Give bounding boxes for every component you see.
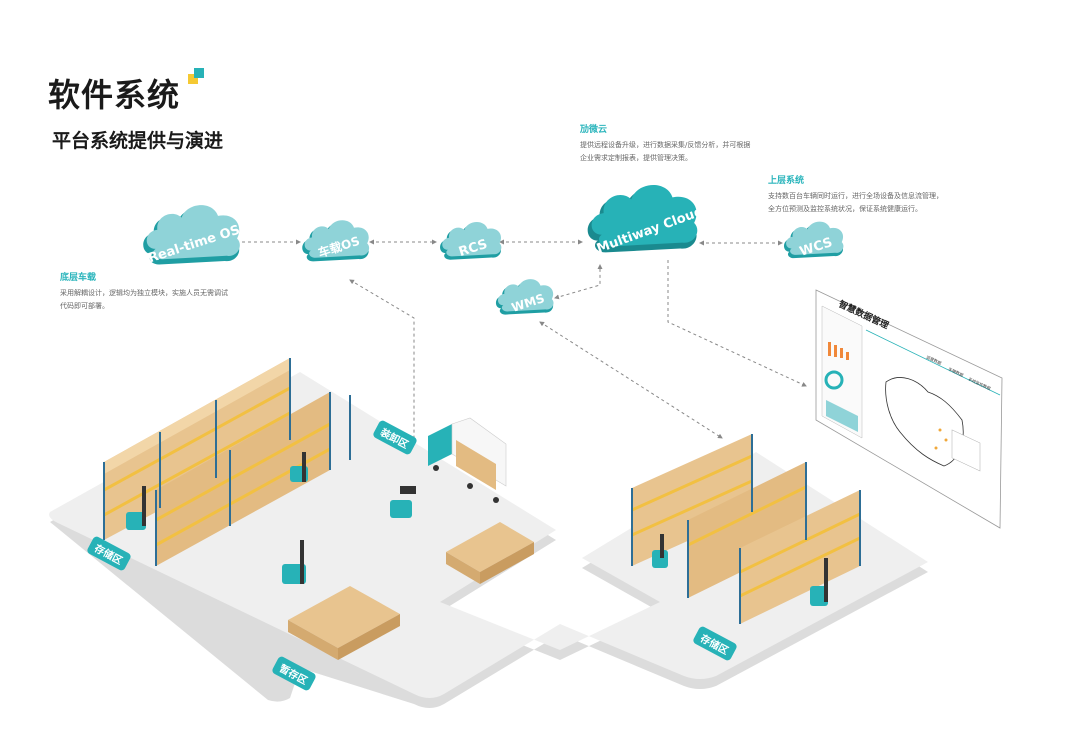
- lower-vehicle-line: 代码即可部署。: [60, 302, 109, 310]
- link-wms-cloud: [554, 264, 603, 300]
- cloud-wms[interactable]: WMS: [495, 279, 554, 315]
- upper-system-heading: 上层系统: [768, 176, 805, 186]
- cloud-multiway-cloud[interactable]: Multiway Cloud: [587, 185, 706, 257]
- logo-mark-icon: [188, 68, 208, 86]
- cloud-description-line: 企业需求定制报表，提供管理决策。: [580, 154, 692, 162]
- cloud-description-line: 提供远程设备升级，进行数据采集/反馈分析，并可根据: [580, 141, 751, 149]
- lower-vehicle-description: 底层车载 采用解耦设计，逻辑均为独立模块，实施人员无需调试 代码即可部署。: [60, 270, 280, 313]
- truck: [428, 417, 507, 503]
- forklift: [652, 534, 668, 568]
- link-cloud-dashboard: [667, 260, 807, 387]
- upper-system-description: 上层系统 支持数百台车辆同时运行，进行全场设备及信息流管理， 全方位预测及监控系…: [768, 173, 988, 216]
- forklift: [810, 558, 828, 606]
- page-subtitle: 平台系统提供与演进: [52, 130, 224, 152]
- cloud-rcs[interactable]: RCS: [440, 222, 502, 260]
- forklift: [290, 452, 308, 482]
- page-title: 软件系统: [48, 76, 181, 114]
- link-vehicleos-loading: [349, 279, 417, 451]
- logo-square-yellow: [188, 74, 198, 84]
- upper-system-line: 支持数百台车辆同时运行，进行全场设备及信息流管理，: [768, 192, 943, 200]
- forklift: [126, 486, 146, 530]
- forklift: [282, 540, 306, 584]
- link-wms-warehouse: [539, 321, 723, 439]
- cloud-realtime-os[interactable]: Real-time OS: [143, 205, 242, 266]
- right-storage-racks: [631, 434, 861, 624]
- lower-vehicle-line: 采用解耦设计，逻辑均为独立模块，实施人员无需调试: [60, 289, 228, 297]
- cloud-wcs[interactable]: WCS: [783, 221, 844, 260]
- lower-vehicle-heading: 底层车载: [60, 273, 97, 283]
- left-storage-racks: [103, 358, 351, 566]
- dashboard-screen[interactable]: [815, 289, 1003, 529]
- logo-square-teal: [194, 68, 204, 78]
- cloud-description-heading: 劢微云: [580, 125, 608, 135]
- upper-system-line: 全方位预测及监控系统状况，保证系统健康运行。: [768, 205, 922, 213]
- cloud-vehicle-os[interactable]: 车载OS: [302, 220, 370, 262]
- forklift: [390, 486, 416, 518]
- staging-pallets: [288, 522, 534, 660]
- cloud-description: 劢微云 提供远程设备升级，进行数据采集/反馈分析，并可根据 企业需求定制报表，提…: [580, 122, 800, 165]
